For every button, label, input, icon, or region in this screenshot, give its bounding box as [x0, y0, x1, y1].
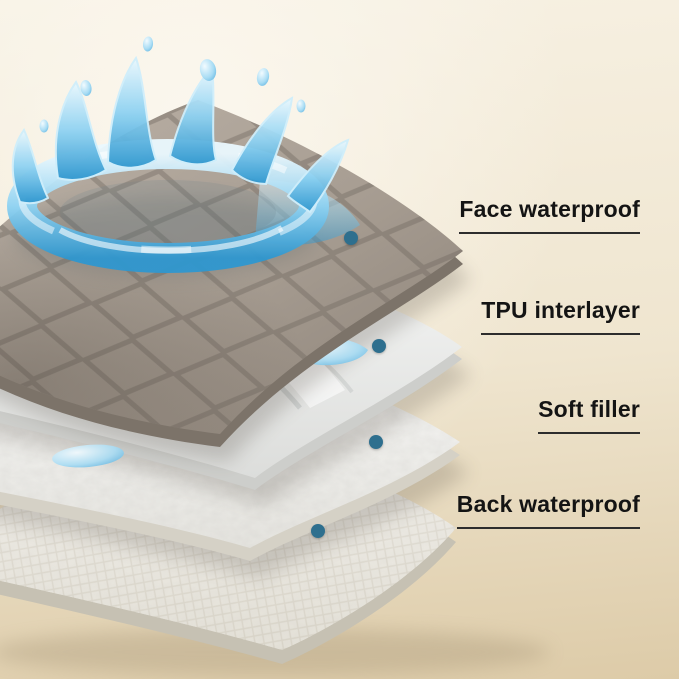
- water-splash: [7, 36, 360, 276]
- callout-label: Face waterproof: [459, 196, 640, 234]
- water-droplet: [256, 68, 270, 86]
- wet-center: [60, 180, 276, 244]
- water-puddle: [52, 444, 124, 468]
- water-droplet: [80, 80, 92, 96]
- callout-soft-filler: Soft filler: [538, 396, 640, 434]
- callout-label: Soft filler: [538, 396, 640, 434]
- water-droplet: [142, 36, 154, 52]
- callout-tpu-interlayer: TPU interlayer: [481, 297, 640, 335]
- callout-dot-back-waterproof: [311, 524, 325, 538]
- water-droplet: [199, 59, 217, 81]
- splash-spikes: [11, 55, 350, 214]
- callout-back-waterproof: Back waterproof: [456, 491, 640, 529]
- callout-dot-tpu-interlayer: [372, 339, 386, 353]
- callout-dot-face-waterproof: [344, 231, 358, 245]
- water-reflection: [58, 225, 284, 254]
- callout-face-waterproof: Face waterproof: [459, 196, 640, 234]
- callout-label: TPU interlayer: [481, 297, 640, 335]
- callout-dot-soft-filler: [369, 435, 383, 449]
- water-droplet: [39, 119, 49, 133]
- water-droplet: [296, 99, 306, 113]
- callout-label: Back waterproof: [456, 491, 640, 529]
- water-droplets: [39, 36, 306, 133]
